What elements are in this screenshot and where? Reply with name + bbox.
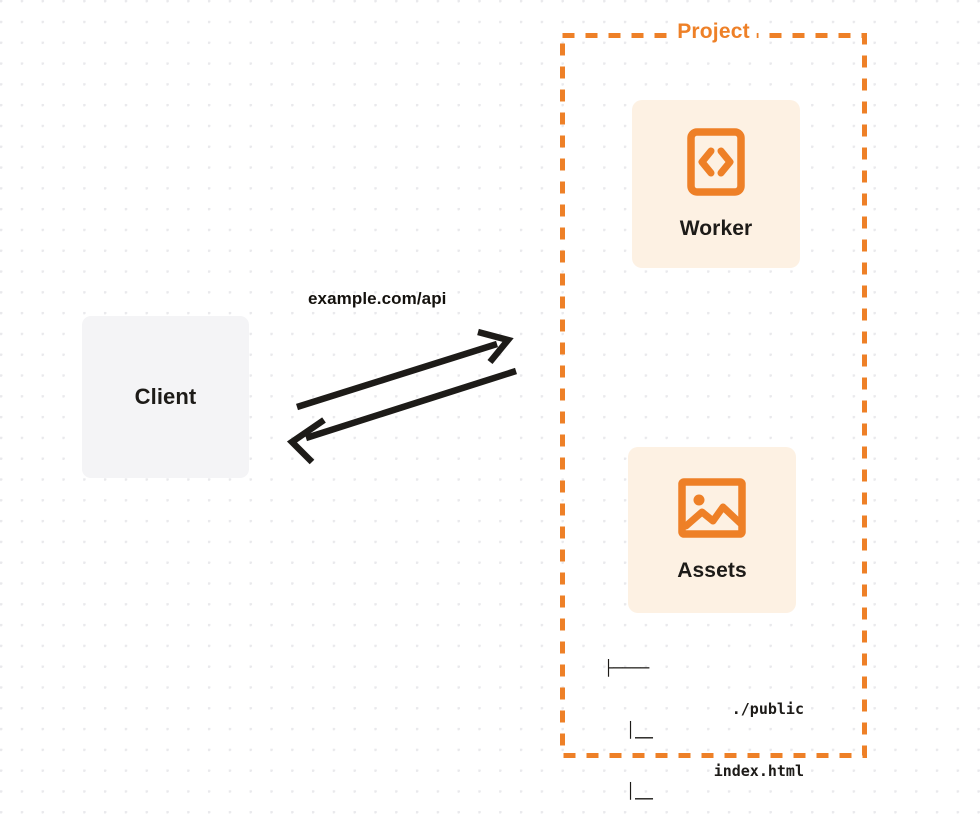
tree-branch-glyph: │__ (626, 720, 654, 739)
node-client[interactable]: Client (82, 316, 249, 478)
node-client-label: Client (134, 384, 197, 409)
file-tree-row: │__ index.html (604, 720, 804, 780)
edge-label-endpoint: example.com/api (308, 289, 447, 308)
code-document-icon (687, 127, 745, 201)
file-tree-row: │__ blog.html (604, 781, 804, 802)
arrow-request (296, 328, 514, 411)
image-icon (678, 477, 746, 543)
node-assets[interactable]: Assets (628, 447, 796, 613)
tree-item-name: ./public (731, 700, 804, 718)
node-worker-label: Worker (679, 216, 753, 240)
project-dashed-border (560, 33, 867, 758)
group-project-title: Project (670, 17, 757, 47)
tree-branch-glyph: ├──── (604, 659, 650, 677)
arrow-response (286, 367, 517, 465)
tree-branch-glyph: │__ (626, 782, 654, 800)
node-worker[interactable]: Worker (632, 100, 800, 268)
tree-item-name: index.html (713, 761, 804, 780)
node-assets-label: Assets (677, 558, 747, 582)
assets-file-tree: ├──── ./public │__ index.html │__ blog.h… (604, 617, 804, 818)
file-tree-row: ├──── ./public (604, 658, 804, 718)
group-project: Project (560, 17, 867, 758)
